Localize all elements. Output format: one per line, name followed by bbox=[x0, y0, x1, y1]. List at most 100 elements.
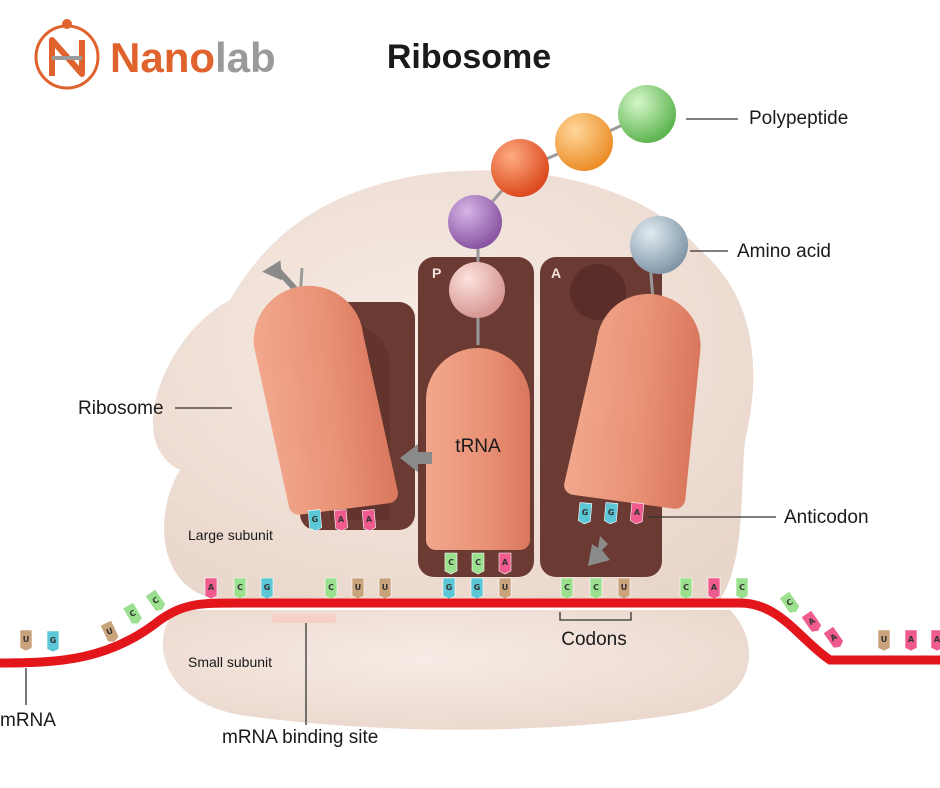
label-mrna-binding-site: mRNA binding site bbox=[222, 727, 378, 748]
exit-trna-base: A bbox=[333, 509, 348, 532]
exit-trna-base-letter: A bbox=[337, 515, 345, 525]
mrna-base-letter: U bbox=[502, 583, 509, 592]
p-trna-base: A bbox=[498, 552, 512, 575]
p-site-trna bbox=[426, 348, 530, 550]
exit-trna-base: A bbox=[361, 509, 376, 532]
p-site-label: P bbox=[432, 265, 441, 281]
mrna-base: C bbox=[589, 577, 603, 600]
a-trna-base-letter: A bbox=[634, 508, 642, 518]
label-anticodon: Anticodon bbox=[784, 507, 869, 528]
mrna-base-letter: G bbox=[474, 583, 481, 592]
amino-acid-red bbox=[491, 139, 549, 197]
mrna-right-base-letter: C bbox=[785, 597, 795, 608]
mrna-base: U bbox=[617, 577, 631, 600]
mrna-base: U bbox=[498, 577, 512, 600]
mrna-base: C bbox=[560, 577, 574, 600]
mrna-left-base: U bbox=[19, 629, 33, 652]
trna-label: tRNA bbox=[455, 436, 501, 457]
mrna-right-base-letter: A bbox=[908, 635, 915, 644]
mrna-left-base-letter: C bbox=[151, 595, 161, 606]
a-site-pocket bbox=[570, 264, 626, 320]
mrna-right-base: A bbox=[822, 625, 844, 649]
mrna-left-base: U bbox=[99, 620, 120, 643]
mrna-base-letter: G bbox=[264, 583, 271, 592]
mrna-left-base: G bbox=[46, 630, 60, 653]
page-title: Ribosome bbox=[387, 38, 551, 76]
a-trna-base-letter: G bbox=[581, 508, 588, 518]
mrna-strand bbox=[0, 598, 940, 668]
mrna-base: C bbox=[324, 577, 338, 600]
amino-acid-purple bbox=[448, 195, 502, 249]
mrna-left-base-letter: U bbox=[23, 635, 30, 644]
amino-acid-green bbox=[618, 85, 676, 143]
mrna-base: A bbox=[204, 577, 218, 600]
label-small-subunit: Small subunit bbox=[188, 654, 272, 670]
label-mrna: mRNA bbox=[0, 710, 56, 731]
mrna-base: U bbox=[378, 577, 392, 600]
exiting-trna bbox=[253, 285, 398, 515]
p-trna-base-letter: C bbox=[448, 558, 454, 567]
small-subunit-body bbox=[162, 610, 750, 730]
mrna-base: G bbox=[260, 577, 274, 600]
mrna-base-letter: C bbox=[564, 583, 570, 592]
mrna-left-base: C bbox=[122, 601, 143, 625]
mrna-base-letter: A bbox=[208, 583, 215, 592]
amino-acid-orange bbox=[555, 113, 613, 171]
p-trna-base: C bbox=[471, 552, 485, 575]
mrna-base: C bbox=[233, 577, 247, 600]
mrna-left-base-letter: G bbox=[50, 636, 57, 645]
p-trna-base-letter: A bbox=[502, 558, 509, 567]
mrna-right-base-letter: A bbox=[807, 616, 818, 627]
mrna-right-base: A bbox=[800, 609, 822, 633]
mrna-right-base-letter: A bbox=[934, 635, 940, 644]
incoming-arrow-icon bbox=[588, 536, 610, 566]
translocation-arrow-icon bbox=[400, 444, 432, 472]
p-trna-base-letter: C bbox=[475, 558, 481, 567]
mrna-base-letter: C bbox=[739, 583, 745, 592]
amino-acid-pink bbox=[449, 262, 505, 318]
p-trna-base: C bbox=[444, 552, 458, 575]
mrna-right-base: A bbox=[930, 629, 940, 652]
mrna-left-base: C bbox=[144, 588, 166, 612]
mrna-right-base-letter: A bbox=[829, 632, 840, 643]
a-trna-base: G bbox=[604, 502, 619, 525]
mrna-right-base: A bbox=[904, 629, 918, 652]
label-codons: Codons bbox=[561, 629, 627, 650]
a-site-trna bbox=[564, 293, 701, 509]
exit-trna-base-letter: A bbox=[365, 515, 373, 525]
mrna-base-letter: A bbox=[711, 583, 718, 592]
amino-acid-blue bbox=[630, 216, 688, 274]
mrna-base: C bbox=[735, 577, 749, 600]
mrna-right-base-letter: U bbox=[881, 635, 888, 644]
brand-name: Nanolab bbox=[110, 34, 276, 81]
exit-trna-base-letter: G bbox=[311, 515, 318, 525]
mrna-base: C bbox=[679, 577, 693, 600]
a-trna-base-letter: G bbox=[607, 508, 614, 518]
mrna-right-base: U bbox=[877, 629, 891, 652]
mrna-left-base-letter: U bbox=[105, 626, 115, 637]
a-trna-base: A bbox=[630, 502, 645, 525]
mrna-right-base: C bbox=[778, 590, 800, 614]
mrna-base-letter: C bbox=[593, 583, 599, 592]
label-ribosome: Ribosome bbox=[78, 398, 164, 419]
polypeptide-chain bbox=[448, 85, 688, 318]
exit-trna-base: G bbox=[307, 509, 322, 532]
mrna-base-letter: C bbox=[328, 583, 334, 592]
label-polypeptide: Polypeptide bbox=[749, 108, 848, 129]
mrna-base: G bbox=[470, 577, 484, 600]
mrna-base-letter: G bbox=[446, 583, 453, 592]
mrna-base-letter: C bbox=[237, 583, 243, 592]
mrna-base-letter: U bbox=[355, 583, 362, 592]
a-site-label: A bbox=[551, 265, 561, 281]
label-amino-acid: Amino acid bbox=[737, 241, 831, 262]
mrna-left-base-letter: C bbox=[128, 608, 138, 619]
a-trna-base: G bbox=[578, 502, 593, 525]
mrna-base-letter: U bbox=[382, 583, 389, 592]
mrna-base-letter: U bbox=[621, 583, 628, 592]
label-large-subunit: Large subunit bbox=[188, 527, 273, 543]
mrna-base: U bbox=[351, 577, 365, 600]
mrna-binding-site-marker bbox=[272, 614, 336, 623]
